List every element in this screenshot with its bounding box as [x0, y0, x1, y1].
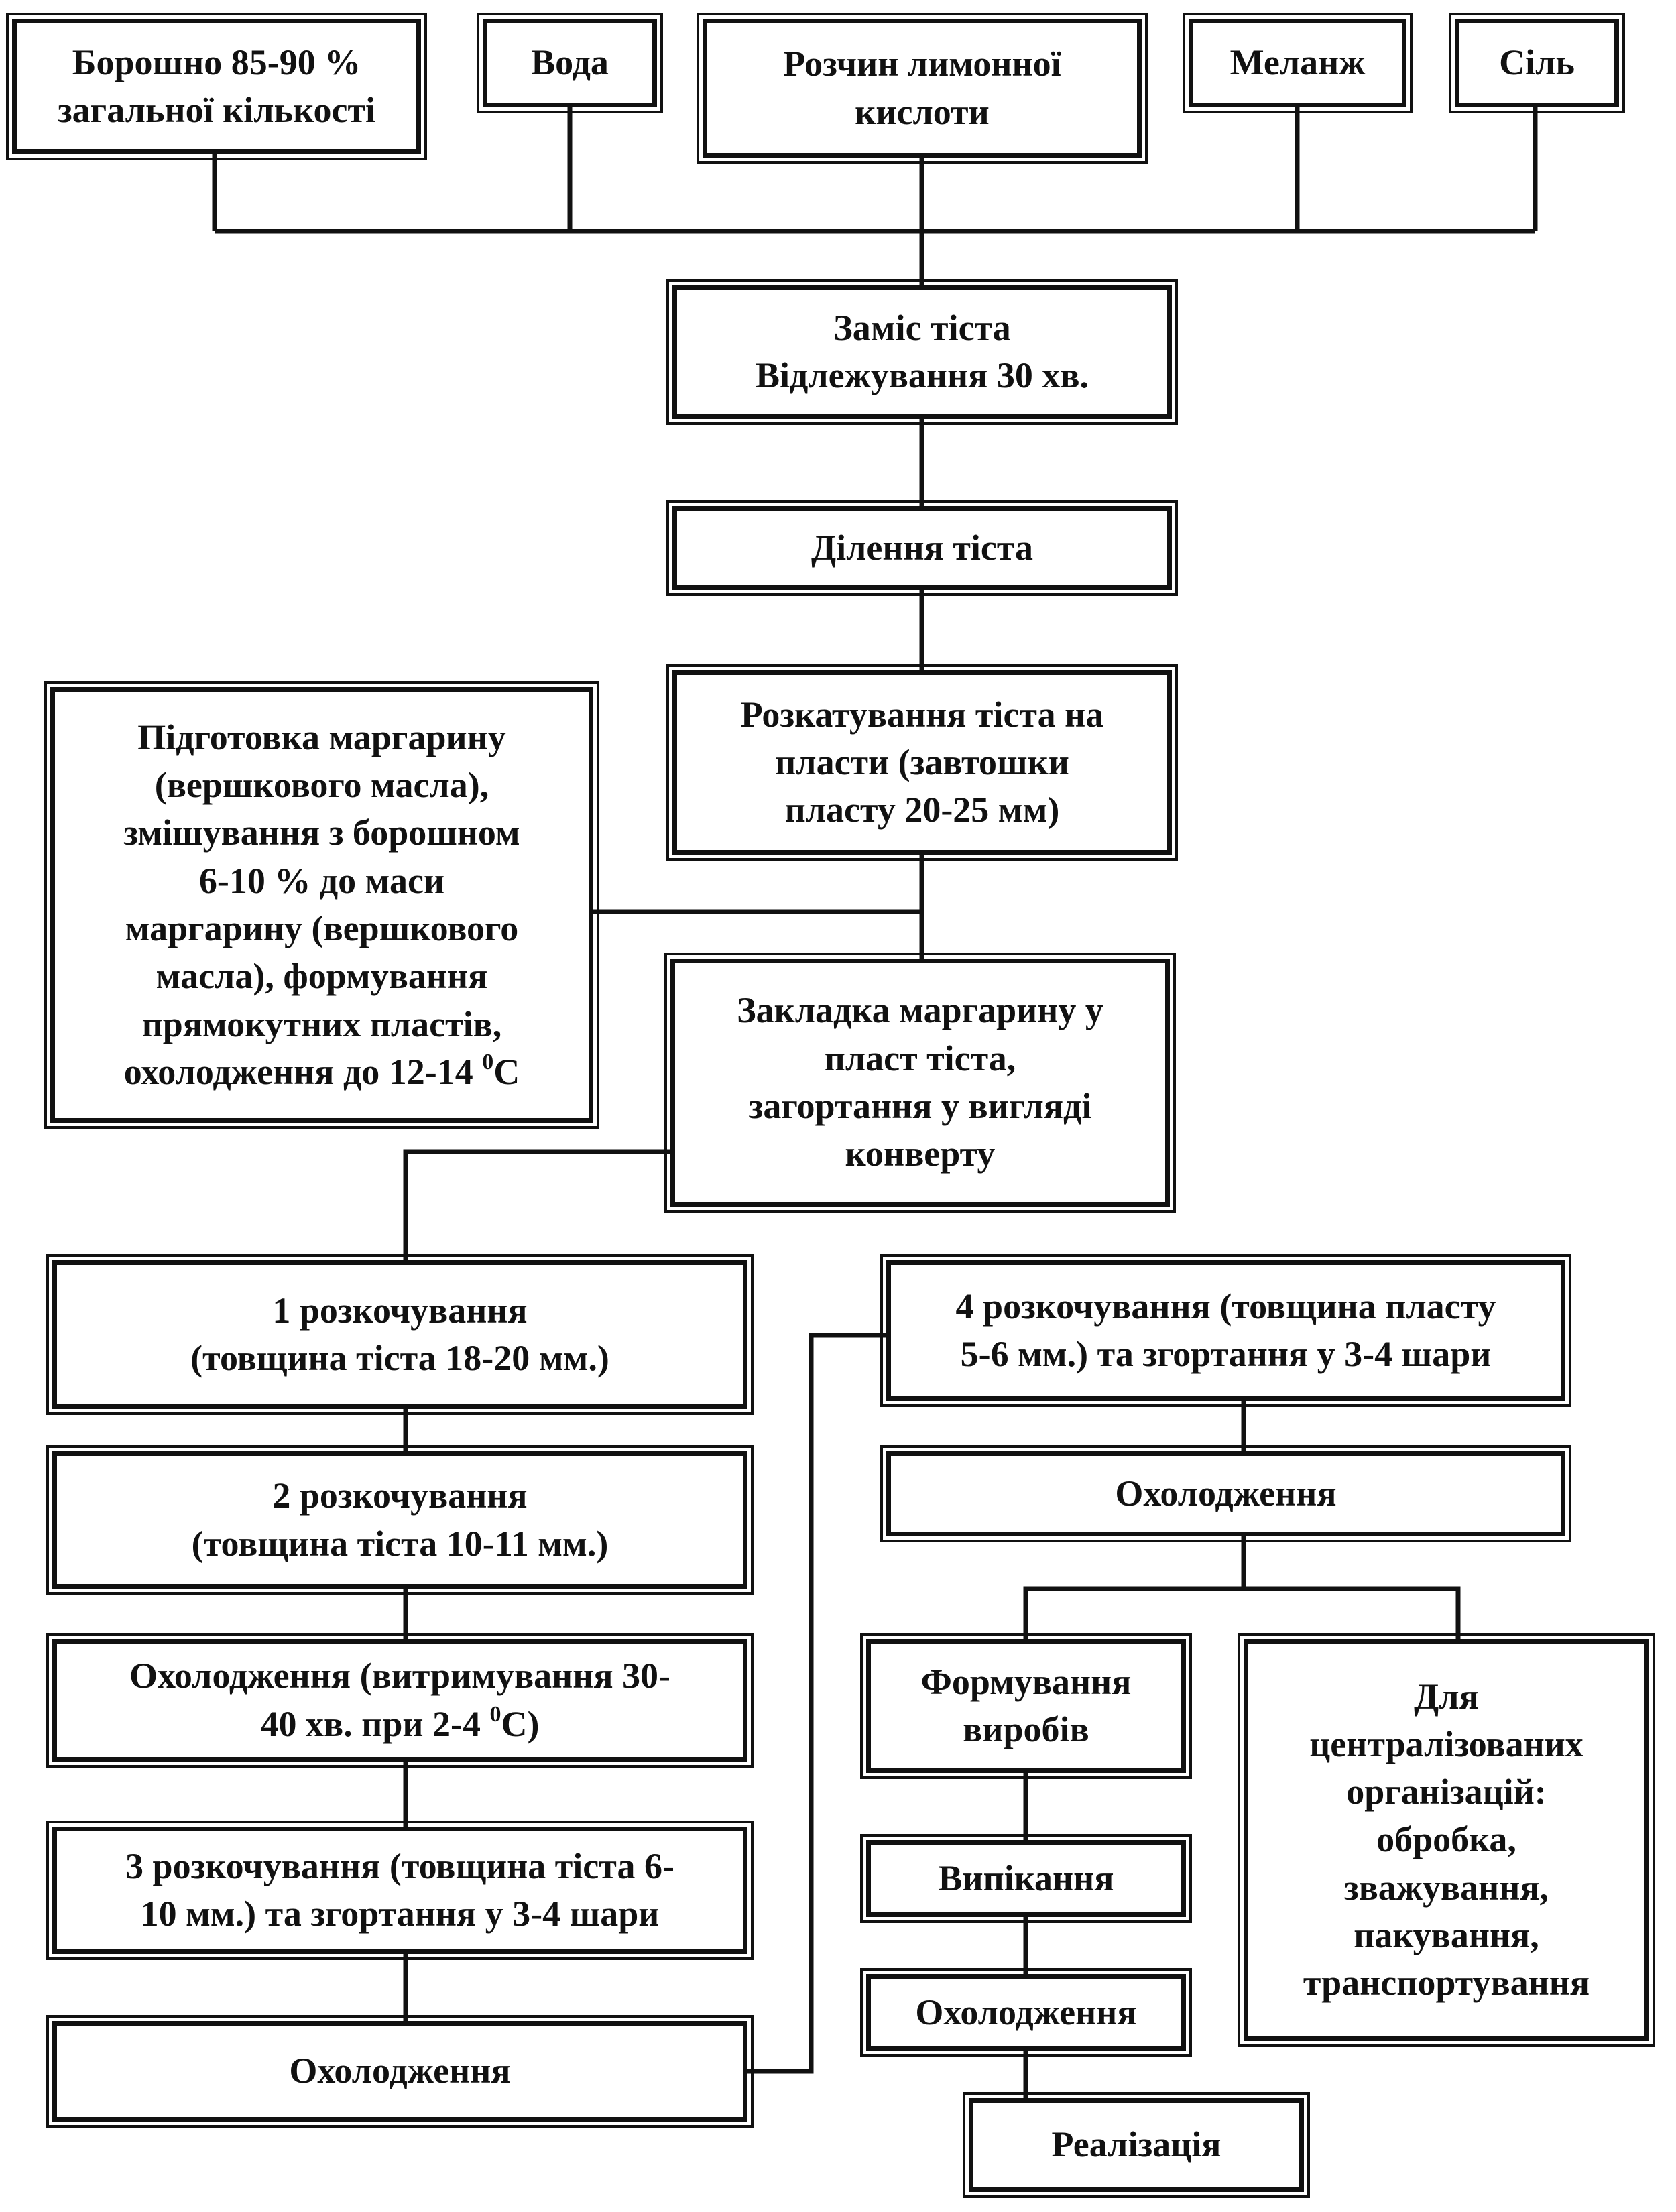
step-kneading: Заміс тіста Відлежування 30 хв.: [666, 279, 1178, 425]
step-cooling-4: Охолодження: [860, 1968, 1192, 2057]
step-rolling-3-label: 3 розкочування (товщина тіста 6- 10 мм.)…: [125, 1845, 674, 1934]
input-salt: Сіль: [1449, 13, 1625, 113]
step-centralized-organizations: Для централізованих організацій: обробка…: [1238, 1633, 1655, 2047]
step-laying-margarine-label: Закладка маргарину у пласт тіста, загорт…: [737, 990, 1103, 1174]
step-cooling-3: Охолодження: [880, 1445, 1571, 1542]
step-sale-label: Реалізація: [1051, 2124, 1221, 2165]
connector-branch: [1023, 1586, 1461, 1639]
step-rolling: Розкатування тіста на пласти (завтошки п…: [666, 664, 1178, 861]
step-rolling-2-label: 2 розкочування (товщина тіста 10-11 мм.): [191, 1475, 609, 1564]
cooling-1-unit: С): [501, 1703, 540, 1744]
step-rolling-4: 4 розкочування (товщина пласту 5-6 мм.) …: [880, 1254, 1571, 1407]
step-sale: Реалізація: [963, 2092, 1310, 2198]
input-water-label: Вода: [531, 42, 609, 83]
input-flour: Борошно 85-90 % загальної кількості: [6, 13, 427, 160]
input-salt-label: Сіль: [1499, 42, 1575, 83]
step-rolling-3: 3 розкочування (товщина тіста 6- 10 мм.)…: [46, 1821, 754, 1960]
margarine-prep-degree: 0: [482, 1049, 494, 1074]
input-water: Вода: [477, 13, 663, 113]
step-rolling-1: 1 розкочування (товщина тіста 18-20 мм.): [46, 1254, 754, 1415]
input-citric-acid-label: Розчин лимонної кислоти: [783, 44, 1061, 132]
step-forming-products-label: Формування виробів: [920, 1661, 1132, 1749]
step-cooling-4-label: Охолодження: [915, 1991, 1137, 2032]
input-flour-label: Борошно 85-90 % загальної кількості: [57, 42, 376, 130]
step-rolling-2: 2 розкочування (товщина тіста 10-11 мм.): [46, 1445, 754, 1595]
step-cooling-3-label: Охолодження: [1115, 1473, 1337, 1514]
input-melange-label: Меланж: [1230, 42, 1366, 83]
step-cooling-1-label: Охолодження (витримування 30- 40 хв. при…: [129, 1652, 670, 1748]
step-cooling-2: Охолодження: [46, 2015, 754, 2128]
step-centralized-organizations-label: Для централізованих організацій: обробка…: [1303, 1676, 1590, 2004]
step-rolling-1-label: 1 розкочування (товщина тіста 18-20 мм.): [190, 1290, 609, 1378]
cooling-1-degree: 0: [489, 1701, 501, 1727]
connector-laying-roll1: [403, 1149, 670, 1260]
step-dividing: Ділення тіста: [666, 500, 1178, 596]
step-baking-label: Випікання: [938, 1857, 1114, 1898]
step-forming-products: Формування виробів: [860, 1633, 1192, 1779]
cooling-1-text: Охолодження (витримування 30- 40 хв. при…: [129, 1656, 671, 1744]
step-laying-margarine: Закладка маргарину у пласт тіста, загорт…: [664, 953, 1176, 1213]
step-dividing-label: Ділення тіста: [811, 527, 1034, 568]
step-rolling-4-label: 4 розкочування (товщина пласту 5-6 мм.) …: [955, 1286, 1496, 1374]
step-cooling-2-label: Охолодження: [289, 2050, 511, 2091]
step-cooling-1: Охолодження (витримування 30- 40 хв. при…: [46, 1633, 754, 1768]
margarine-prep-text: Підготовка маргарину (вершкового масла),…: [123, 717, 520, 1092]
margarine-prep-unit: C: [493, 1051, 520, 1092]
step-rolling-label: Розкатування тіста на пласти (завтошки п…: [740, 694, 1104, 831]
input-melange: Меланж: [1183, 13, 1413, 113]
step-margarine-preparation: Підготовка маргарину (вершкового масла),…: [44, 681, 599, 1129]
step-baking: Випікання: [860, 1834, 1192, 1923]
connector-cooling2-roll4: [747, 1333, 886, 2074]
input-citric-acid-solution: Розчин лимонної кислоти: [697, 13, 1148, 164]
step-kneading-label: Заміс тіста Відлежування 30 хв.: [755, 307, 1089, 395]
step-margarine-preparation-label: Підготовка маргарину (вершкового масла),…: [123, 714, 520, 1096]
